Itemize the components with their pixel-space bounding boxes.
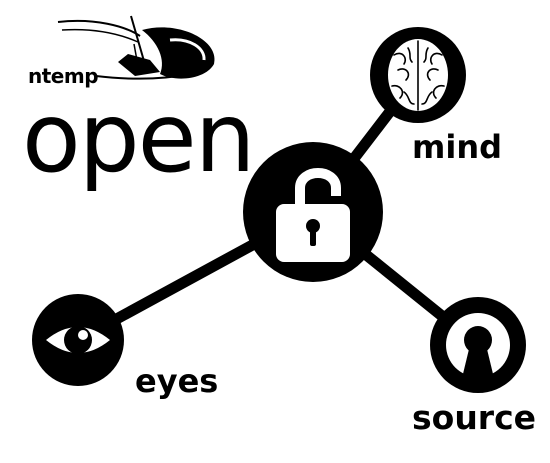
source-node bbox=[430, 297, 526, 393]
keyhole-icon bbox=[446, 313, 510, 378]
eye-icon bbox=[46, 326, 110, 354]
sailboat-icon bbox=[57, 15, 215, 80]
node-label-mind: mind bbox=[412, 128, 502, 166]
brand-name: ntemp bbox=[28, 64, 99, 88]
brain-icon bbox=[388, 39, 448, 111]
node-label-source: source bbox=[412, 398, 537, 437]
logo-title: open bbox=[22, 82, 256, 194]
padlock-icon bbox=[276, 168, 350, 262]
node-label-eyes: eyes bbox=[135, 362, 219, 400]
eye-node bbox=[32, 294, 124, 386]
lock-node bbox=[243, 142, 383, 282]
brain-node bbox=[370, 27, 466, 123]
